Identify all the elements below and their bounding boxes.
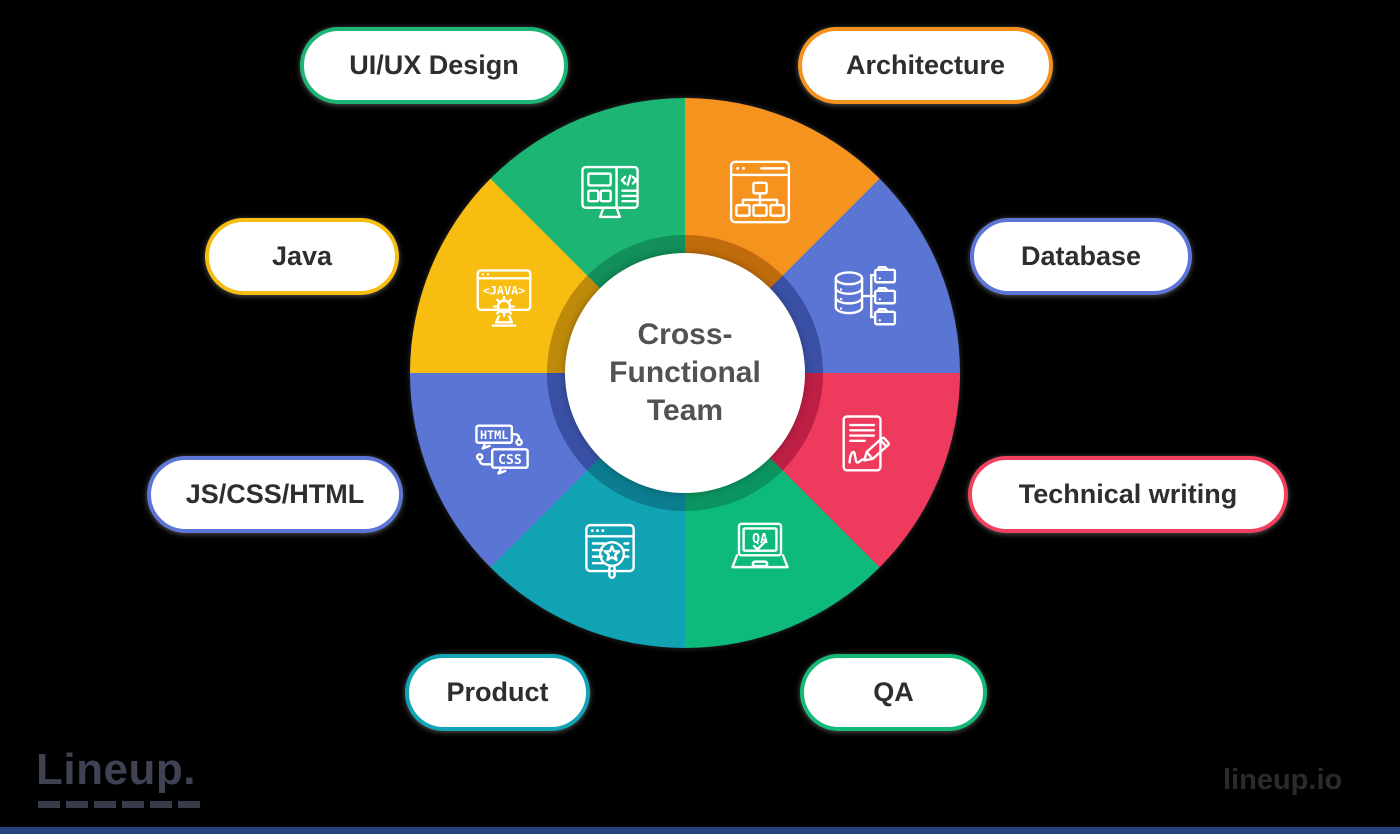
label-pill-architecture: Architecture bbox=[798, 27, 1053, 104]
css-icon-text: CSS bbox=[498, 453, 522, 468]
pill-label-product: Product bbox=[446, 677, 549, 707]
pill-label-database: Database bbox=[1020, 241, 1142, 271]
label-pill-technical-writing: Technical writing bbox=[968, 456, 1288, 533]
ui-ux-design-icon bbox=[568, 150, 652, 234]
label-pill-qa: QA bbox=[800, 654, 987, 731]
lineup-logo-wordmark: Lineup. bbox=[36, 745, 196, 794]
database-icon bbox=[824, 256, 908, 340]
architecture-icon bbox=[718, 150, 802, 234]
center-title-line1: Cross- bbox=[637, 318, 733, 351]
java-icon-text: <JAVA> bbox=[483, 284, 526, 298]
technical-writing-icon bbox=[824, 406, 908, 490]
pill-label-java: Java bbox=[271, 241, 333, 271]
label-pill-java: Java bbox=[205, 218, 399, 295]
js-css-html-icon: HTML CSS bbox=[462, 406, 546, 490]
label-pill-ui-ux-design: UI/UX Design bbox=[300, 27, 568, 104]
qa-icon: QA bbox=[718, 512, 802, 596]
logo-tagline bbox=[38, 801, 203, 808]
center-title-line3: Team bbox=[646, 394, 724, 427]
label-pill-product: Product bbox=[405, 654, 590, 731]
pill-label-technical-writing: Technical writing bbox=[1018, 479, 1238, 509]
qa-icon-text: QA bbox=[752, 532, 768, 547]
pill-label-architecture: Architecture bbox=[845, 50, 1006, 80]
pill-label-ui-ux-design: UI/UX Design bbox=[349, 50, 519, 80]
center-title: Cross- Functional Team bbox=[609, 316, 761, 430]
java-icon: <JAVA> bbox=[462, 256, 546, 340]
pill-label-qa: QA bbox=[873, 677, 914, 707]
product-icon bbox=[568, 512, 652, 596]
center-title-line2: Functional bbox=[609, 356, 761, 389]
pill-label-js-css-html: JS/CSS/HTML bbox=[185, 479, 365, 509]
team-wheel: Cross- Functional Team bbox=[410, 98, 960, 648]
site-watermark: lineup.io bbox=[1223, 764, 1343, 796]
footer-accent-bar bbox=[0, 827, 1400, 834]
center-hub: Cross- Functional Team bbox=[565, 253, 805, 493]
html-icon-text: HTML bbox=[480, 428, 508, 442]
label-pill-js-css-html: JS/CSS/HTML bbox=[147, 456, 403, 533]
label-pill-database: Database bbox=[970, 218, 1192, 295]
